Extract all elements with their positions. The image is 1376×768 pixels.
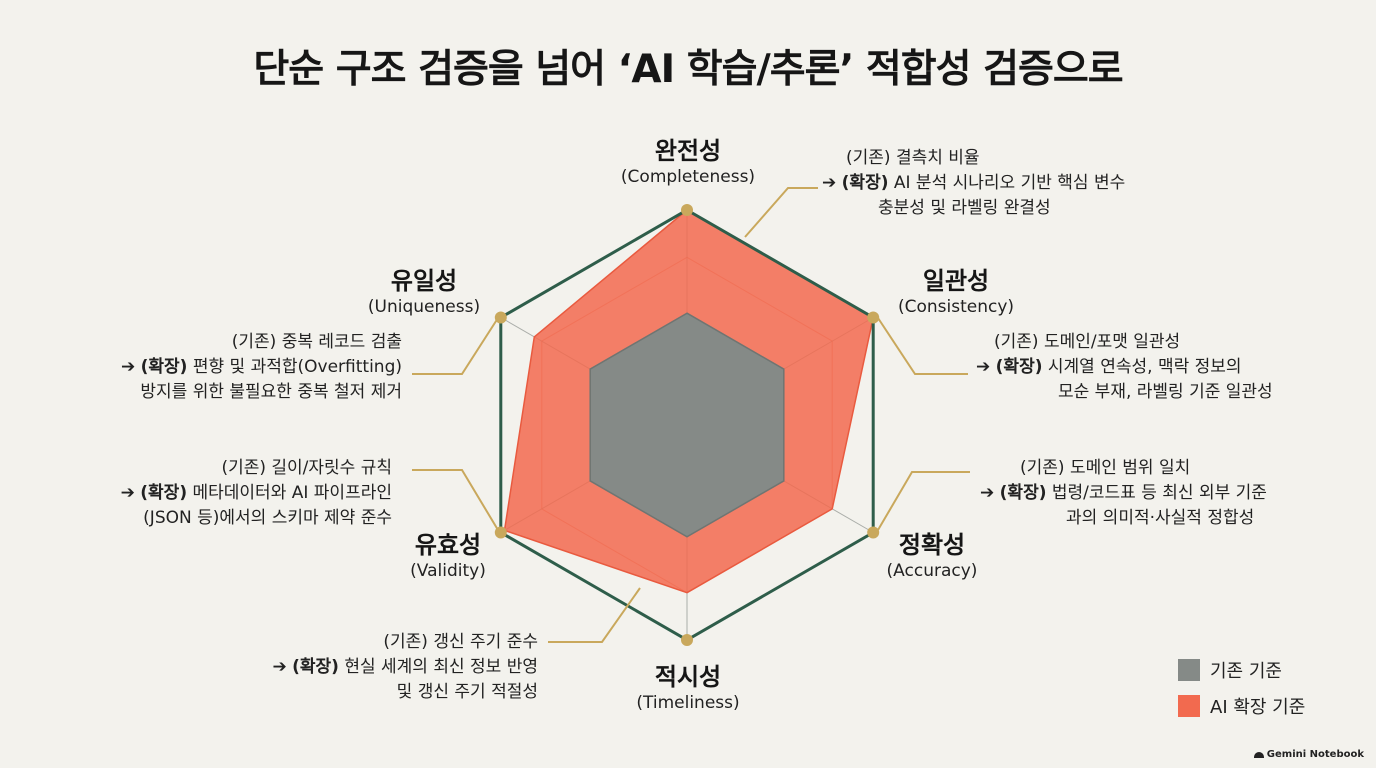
note-baseline: (기존) 도메인/포맷 일관성 (994, 332, 1181, 352)
arrow-icon: ➔ (980, 483, 995, 503)
brand-watermark: Gemini Notebook (1253, 749, 1364, 760)
note-expand-text: 현실 세계의 최신 정보 반영 (338, 657, 538, 677)
legend-swatch (1178, 695, 1200, 717)
axis-subtitle: (Consistency) (897, 297, 1015, 317)
axis-title: 정확성 (898, 531, 966, 559)
leader-line (744, 187, 818, 238)
axis-label-completeness: 완전성 (Completeness) (568, 136, 808, 188)
note-completeness: (기존) 결측치 비율 ➔ (확장) AI 분석 시나리오 기반 핵심 변수 충… (822, 146, 1125, 221)
axis-subtitle: (Completeness) (620, 167, 756, 187)
brand-label: Gemini Notebook (1266, 749, 1364, 760)
note-baseline: (기존) 도메인 범위 일치 (1020, 458, 1191, 478)
axis-subtitle: (Uniqueness) (367, 297, 481, 317)
note-expand-text: 법령/코드표 등 최신 외부 기준 (1046, 483, 1267, 503)
axis-label-accuracy: 정확성 (Accuracy) (812, 530, 1052, 582)
vertex-dot (867, 311, 880, 324)
axis-label-consistency: 일관성 (Consistency) (836, 266, 1076, 318)
arrow-icon: ➔ (120, 357, 136, 377)
radar-series (503, 209, 874, 594)
arrow-icon: ➔ (976, 357, 991, 377)
note-expand-tag: (확장) (140, 483, 188, 503)
note-expand-tag: (확장) (841, 173, 889, 193)
note-expand-tag: (확장) (995, 357, 1043, 377)
notebook-icon (1253, 751, 1264, 758)
vertex-dot (867, 526, 880, 539)
series-baseline (589, 312, 785, 538)
note-baseline: (기존) 길이/자릿수 규칙 (221, 458, 392, 478)
leader-line (412, 469, 499, 531)
note-baseline: (기존) 갱신 주기 준수 (383, 632, 538, 652)
axis-label-uniqueness: 유일성 (Uniqueness) (304, 266, 544, 318)
vertex-dot (681, 634, 693, 646)
legend-label: 기존 기준 (1210, 661, 1282, 682)
radar-vertex-dots (494, 204, 880, 646)
note-accuracy: (기존) 도메인 범위 일치 ➔ (확장) 법령/코드표 등 최신 외부 기준 … (980, 456, 1267, 531)
note-expand-text: 시계열 연속성, 맥락 정보의 (1042, 357, 1242, 377)
note-expand-text-cont: 및 갱신 주기 적절성 (396, 682, 538, 702)
arrow-icon: ➔ (120, 483, 135, 503)
note-consistency: (기존) 도메인/포맷 일관성 ➔ (확장) 시계열 연속성, 맥락 정보의 모… (976, 330, 1273, 405)
leader-line (877, 471, 970, 531)
arrow-icon: ➔ (822, 173, 837, 193)
leader-line (548, 587, 641, 643)
page-title: 단순 구조 검증을 넘어 ‘AI 학습/추론’ 적합성 검증으로 (253, 47, 1123, 92)
note-baseline: (기존) 결측치 비율 (846, 148, 980, 168)
legend-item-ai: AI 확장 기준 (1178, 688, 1305, 724)
arrow-icon: ➔ (272, 657, 287, 677)
legend-swatch (1178, 659, 1200, 681)
note-expand-text-cont: 모순 부재, 라벨링 기준 일관성 (1058, 382, 1273, 402)
note-expand-text-cont: 방지를 위한 불필요한 중복 철저 제거 (140, 382, 402, 402)
note-expand-text-cont: (JSON 등)에서의 스키마 제약 준수 (143, 508, 392, 528)
note-expand-tag: (확장) (999, 483, 1047, 503)
axis-subtitle: (Validity) (410, 561, 486, 581)
note-expand-text-cont: 충분성 및 라벨링 완결성 (878, 198, 1051, 218)
axis-title: 완전성 (654, 137, 722, 165)
axis-subtitle: (Accuracy) (886, 561, 978, 581)
vertex-dot (681, 204, 693, 216)
note-uniqueness: (기존) 중복 레코드 검출 ➔ (확장) 편향 및 과적합(Overfitti… (121, 330, 402, 405)
note-expand-tag: (확장) (140, 357, 188, 377)
note-expand-tag: (확장) (292, 657, 339, 677)
axis-title: 유효성 (414, 531, 482, 559)
note-timeliness: (기존) 갱신 주기 준수 ➔ (확장) 현실 세계의 최신 정보 반영 및 갱… (272, 630, 538, 705)
legend-label: AI 확장 기준 (1210, 697, 1306, 718)
note-validity: (기존) 길이/자릿수 규칙 ➔ (확장) 메타데이터와 AI 파이프라인 (J… (121, 456, 392, 531)
leader-line (412, 317, 499, 375)
note-expand-text: 편향 및 과적합(Overfitting) (187, 357, 402, 377)
vertex-dot (494, 311, 507, 324)
axis-subtitle: (Timeliness) (636, 693, 740, 713)
note-leader-lines (412, 187, 970, 643)
axis-title: 유일성 (390, 267, 458, 295)
note-expand-text: AI 분석 시나리오 기반 핵심 변수 (888, 173, 1126, 193)
note-expand-text-cont: 과의 의미적·사실적 정합성 (1066, 508, 1255, 528)
legend: 기존 기준 AI 확장 기준 (1178, 652, 1305, 724)
note-expand-text: 메타데이터와 AI 파이프라인 (187, 483, 392, 503)
axis-label-validity: 유효성 (Validity) (328, 530, 568, 582)
note-baseline: (기존) 중복 레코드 검출 (231, 332, 402, 352)
leader-line (877, 317, 968, 375)
axis-label-timeliness: 적시성 (Timeliness) (568, 662, 808, 714)
vertex-dot (494, 526, 507, 539)
axis-title: 일관성 (922, 267, 990, 295)
axis-title: 적시성 (654, 663, 722, 691)
legend-item-baseline: 기존 기준 (1178, 652, 1305, 688)
